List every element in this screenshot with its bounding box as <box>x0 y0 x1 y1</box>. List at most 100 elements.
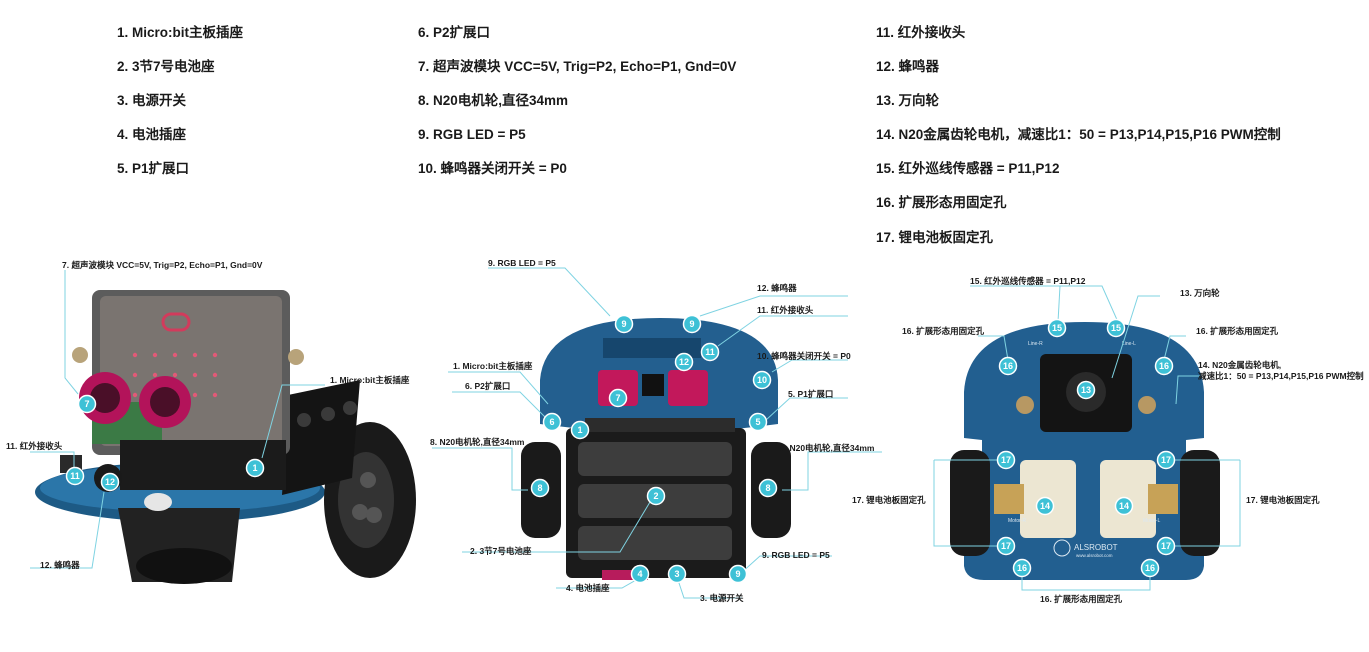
badge: 12 <box>100 472 120 492</box>
badge: 10 <box>752 370 772 390</box>
label-battery-holder: 2. 3节7号电池座 <box>470 546 532 556</box>
label-battery-hole-right: 17. 锂电池板固定孔 <box>1246 495 1320 505</box>
svg-text:14: 14 <box>1040 501 1050 511</box>
legend-item: 17. 锂电池板固定孔 <box>876 230 994 245</box>
svg-text:16: 16 <box>1017 563 1027 573</box>
badge: 13 <box>1076 380 1096 400</box>
badge: 17 <box>996 536 1016 556</box>
label-caster: 13. 万向轮 <box>1180 288 1220 298</box>
svg-text:7: 7 <box>615 393 620 403</box>
legend-item: 4. 电池插座 <box>117 127 187 142</box>
badge: 7 <box>608 388 628 408</box>
legend-item: 11. 红外接收头 <box>876 25 966 40</box>
legend-item: 1. Micro:bit主板插座 <box>117 25 244 40</box>
badge: 2 <box>646 486 666 506</box>
top-microbit-socket <box>585 418 735 432</box>
svg-text:11: 11 <box>705 347 715 357</box>
badge: 6 <box>542 412 562 432</box>
svg-text:14: 14 <box>1119 501 1129 511</box>
badge: 16 <box>1140 558 1160 578</box>
svg-text:8: 8 <box>765 483 770 493</box>
badge: 8 <box>530 478 550 498</box>
label-buzzer: 12. 蜂鸣器 <box>40 560 80 570</box>
badge: 9 <box>682 314 702 334</box>
badge: 16 <box>1154 356 1174 376</box>
label-buzzer-switch: 10. 蜂鸣器关闭开关 = P0 <box>757 351 851 361</box>
badge: 11 <box>700 342 720 362</box>
badge: 9 <box>614 314 634 334</box>
svg-text:Motor-R: Motor-R <box>1008 518 1026 524</box>
svg-text:17: 17 <box>1161 455 1171 465</box>
svg-text:4: 4 <box>637 569 642 579</box>
label-ir-receiver: 11. 红外接收头 <box>6 441 63 451</box>
svg-text:8: 8 <box>537 483 542 493</box>
badge: 3 <box>667 564 687 584</box>
label-motor: 14. N20金属齿轮电机, <box>1198 360 1281 370</box>
svg-text:17: 17 <box>1161 541 1171 551</box>
legend-item: 12. 蜂鸣器 <box>876 59 940 74</box>
badge: 14 <box>1035 496 1055 516</box>
svg-text:6: 6 <box>549 417 554 427</box>
top-ultrasonic-left <box>598 370 638 406</box>
svg-text:1: 1 <box>577 425 582 435</box>
svg-text:16: 16 <box>1003 361 1013 371</box>
badge: 16 <box>1012 558 1032 578</box>
label-wheel-right: 8. N20电机轮,直径34mm <box>780 443 875 453</box>
badge: 4 <box>630 564 650 584</box>
label-p1: 5. P1扩展口 <box>788 389 833 399</box>
brand-name: ALSROBOT <box>1074 543 1118 552</box>
svg-text:9: 9 <box>735 569 740 579</box>
legend-item: 5. P1扩展口 <box>117 161 190 176</box>
legend-item: 3. 电源开关 <box>117 93 187 108</box>
svg-text:2: 2 <box>653 491 658 501</box>
legend-item: 8. N20电机轮,直径34mm <box>418 93 569 108</box>
label-rgb-bottom: 9. RGB LED = P5 <box>762 550 830 560</box>
legend-item: 14. N20金属齿轮电机，减速比1：50 = P13,P14,P15,P16 … <box>876 127 1281 142</box>
badge: 1 <box>570 420 590 440</box>
svg-text:17: 17 <box>1001 541 1011 551</box>
svg-text:15: 15 <box>1052 323 1062 333</box>
label-hole-left: 16. 扩展形态用固定孔 <box>902 326 985 336</box>
badge: 17 <box>1156 536 1176 556</box>
bottom-wheel-left <box>950 450 990 556</box>
badge: 5 <box>748 412 768 432</box>
badge: 17 <box>996 450 1016 470</box>
top-ultrasonic-right <box>668 370 708 406</box>
svg-text:5: 5 <box>755 417 760 427</box>
svg-text:11: 11 <box>70 471 80 481</box>
svg-text:www.alsrobot.com: www.alsrobot.com <box>1076 553 1113 558</box>
svg-text:Line-L: Line-L <box>1122 341 1136 347</box>
svg-text:1: 1 <box>252 463 257 473</box>
label-microbit: 1. Micro:bit主板插座 <box>453 361 533 371</box>
legend-item: 9. RGB LED = P5 <box>418 127 526 142</box>
badge: 1 <box>245 458 265 478</box>
svg-text:Motor-L: Motor-L <box>1143 518 1160 524</box>
label-ir-receiver: 11. 红外接收头 <box>757 305 814 315</box>
label-motor-ratio: 减速比1：50 = P13,P14,P15,P16 PWM控制 <box>1198 371 1364 381</box>
svg-text:12: 12 <box>105 477 115 487</box>
svg-text:15: 15 <box>1111 323 1121 333</box>
svg-text:Line-R: Line-R <box>1028 341 1043 347</box>
svg-text:12: 12 <box>679 357 689 367</box>
svg-text:7: 7 <box>84 399 89 409</box>
brand-logo-icon <box>1053 539 1071 557</box>
legend-item: 15. 红外巡线传感器 = P11,P12 <box>876 161 1060 176</box>
top-view: 9. RGB LED = P5 12. 蜂鸣器 11. 红外接收头 1. Mic… <box>430 258 882 603</box>
svg-text:13: 13 <box>1081 385 1091 395</box>
legend-item: 16. 扩展形态用固定孔 <box>876 195 1007 210</box>
label-battery-socket: 4. 电池插座 <box>566 583 610 593</box>
label-p2: 6. P2扩展口 <box>465 381 510 391</box>
badge: 12 <box>674 352 694 372</box>
badge: 9 <box>728 564 748 584</box>
bottom-motor-left <box>994 484 1024 514</box>
side-view: 7. 超声波模块 VCC=5V, Trig=P2, Echo=P1, Gnd=0… <box>6 260 416 584</box>
svg-text:9: 9 <box>621 319 626 329</box>
label-buzzer: 12. 蜂鸣器 <box>757 283 797 293</box>
badge: 15 <box>1047 318 1067 338</box>
badge: 14 <box>1114 496 1134 516</box>
label-ultrasonic: 7. 超声波模块 VCC=5V, Trig=P2, Echo=P1, Gnd=0… <box>62 260 263 270</box>
badge: 16 <box>998 356 1018 376</box>
label-rgb-top: 9. RGB LED = P5 <box>488 258 556 268</box>
legend-item: 2. 3节7号电池座 <box>117 59 215 74</box>
